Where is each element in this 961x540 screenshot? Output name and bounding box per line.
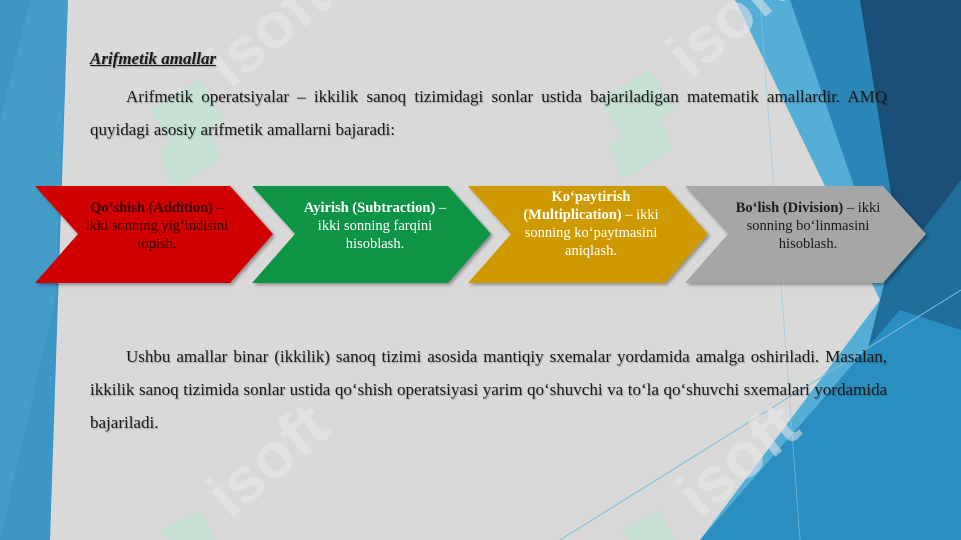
thin-line bbox=[559, 289, 961, 540]
chevron-subtraction-title: Ayirish (Subtraction) bbox=[303, 200, 436, 216]
chevron-subtraction-desc: – ikki sonning farqini hisoblash. bbox=[317, 200, 447, 252]
chevron-multiplication-text: Ko‘paytirish (Multiplication) – ikki son… bbox=[516, 188, 666, 260]
chevron-division-text: Bo‘lish (Division) – ikki sonning bo‘lin… bbox=[733, 199, 883, 253]
chevron-division bbox=[685, 186, 926, 283]
left-blue-strip-shade bbox=[0, 0, 68, 540]
chevron-addition-text: Qo‘shish (Addition) – ikki sonning yig‘i… bbox=[84, 199, 230, 253]
chevron-addition-title: Qo‘shish (Addition) bbox=[90, 200, 213, 216]
chevron-multiplication-desc: – ikki sonning ko‘paytmasini aniqlash. bbox=[524, 207, 659, 259]
chevron-addition bbox=[35, 186, 273, 283]
intro-paragraph: Arifmetik operatsiyalar – ikkilik sanoq … bbox=[90, 87, 887, 139]
chevron-division-desc: – ikki sonning bo‘linmasini hisoblash. bbox=[746, 200, 881, 252]
slide-heading: Arifmetik amallar bbox=[90, 49, 217, 68]
right-facet-bright bbox=[700, 310, 961, 540]
chevron-multiplication-title: Ko‘paytirish (Multiplication) bbox=[523, 189, 631, 223]
chevron-subtraction-text: Ayirish (Subtraction) – ikki sonning far… bbox=[302, 199, 448, 253]
outro-paragraph: Ushbu amallar binar (ikkilik) sanoq tizi… bbox=[90, 347, 887, 432]
watermark-shapes bbox=[150, 70, 675, 540]
chevron-multiplication bbox=[468, 186, 708, 283]
chevron-addition-desc: – ikki sonning yig‘indisini topish. bbox=[85, 200, 229, 252]
chevron-subtraction bbox=[252, 186, 491, 283]
chevron-division-title: Bo‘lish (Division) bbox=[735, 200, 844, 216]
